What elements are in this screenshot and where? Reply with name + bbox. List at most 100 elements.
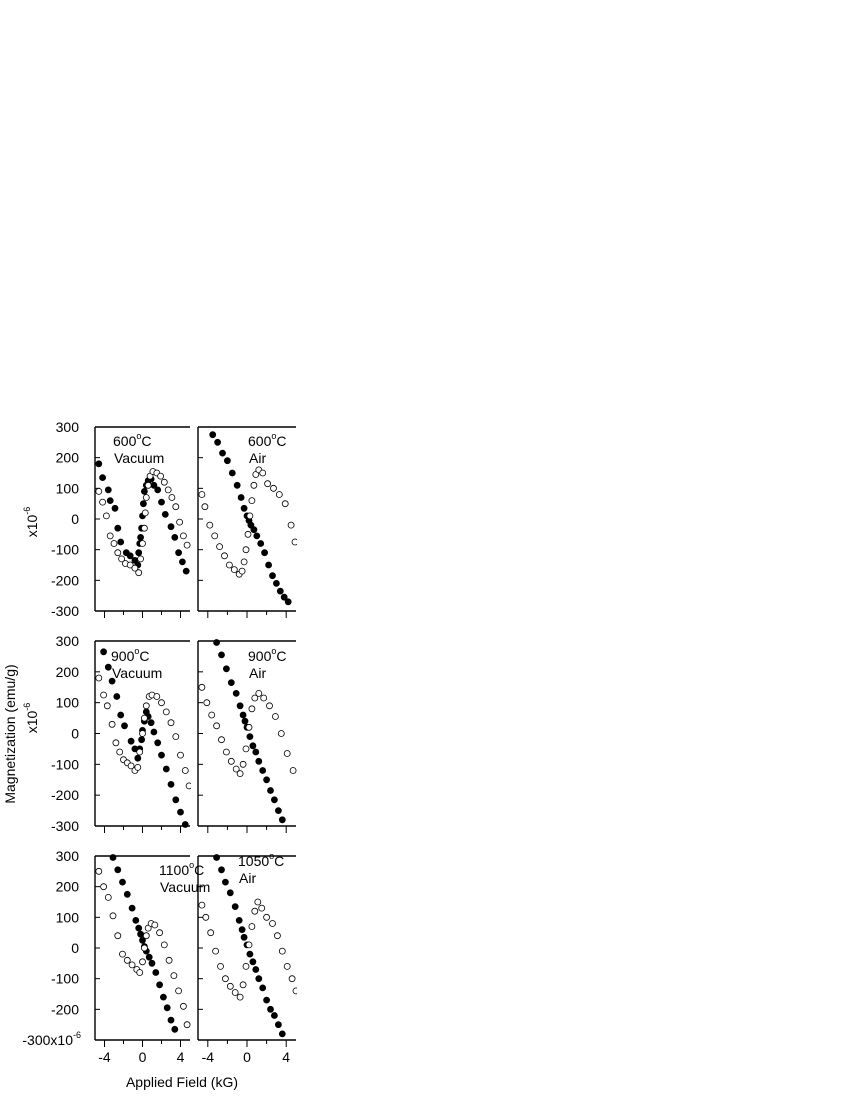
data-points <box>198 431 297 606</box>
panel-atmosphere-label: Air <box>239 870 256 886</box>
filled-point <box>209 431 217 439</box>
y-tick-label: -100 <box>51 971 79 987</box>
filled-point <box>267 1005 274 1013</box>
open-point <box>95 674 103 682</box>
open-point <box>118 555 125 563</box>
filled-point <box>161 511 169 518</box>
y-tick-label: 300 <box>56 633 80 649</box>
open-point <box>109 912 117 920</box>
panel-atmosphere-label: Vacuum <box>114 450 164 466</box>
open-point <box>217 963 224 970</box>
filled-point <box>123 890 131 898</box>
filled-point <box>233 481 241 489</box>
filled-point <box>250 526 258 534</box>
filled-point <box>108 677 116 685</box>
open-point <box>288 975 296 983</box>
filled-point <box>137 534 145 541</box>
x-tick-label: 0 <box>243 1049 251 1065</box>
open-point <box>176 518 184 526</box>
degree-mark: o <box>189 860 194 870</box>
open-point <box>221 552 228 560</box>
filled-point <box>167 781 175 788</box>
open-point <box>203 699 211 707</box>
temperature-unit: C <box>139 648 149 664</box>
open-point <box>106 532 114 540</box>
open-point <box>278 947 286 955</box>
filled-point <box>213 854 221 861</box>
y-tick-label: 100 <box>56 909 80 925</box>
open-point <box>142 932 150 940</box>
open-point <box>245 941 253 949</box>
filled-point <box>119 878 126 886</box>
filled-point <box>111 504 119 512</box>
open-point <box>283 750 291 757</box>
filled-point <box>213 639 221 646</box>
open-point <box>151 921 159 929</box>
open-point <box>238 567 246 575</box>
filled-point <box>113 693 121 700</box>
open-point <box>175 987 183 995</box>
filled-point <box>145 953 153 961</box>
y-tick-label: -300 <box>51 603 79 619</box>
filled-point <box>100 648 107 656</box>
open-point <box>291 538 297 546</box>
y-tick-label: 100 <box>56 695 80 711</box>
filled-point <box>167 523 175 531</box>
filled-point <box>127 737 135 745</box>
open-point <box>131 564 139 572</box>
open-point <box>239 760 247 768</box>
x-tick-label: 4 <box>177 1049 185 1065</box>
filled-point <box>178 558 186 566</box>
filled-point <box>265 561 273 569</box>
open-point <box>227 757 235 765</box>
open-point <box>103 702 111 710</box>
filled-point <box>278 1030 286 1038</box>
open-point <box>281 500 289 508</box>
open-point <box>95 867 103 875</box>
open-point <box>139 540 146 547</box>
open-point <box>140 944 148 952</box>
filled-point <box>99 474 106 482</box>
open-point <box>250 481 258 489</box>
filled-point <box>221 878 229 886</box>
temperature-value: 900 <box>111 648 135 664</box>
filled-point <box>270 1012 278 1019</box>
open-point <box>137 555 145 563</box>
open-point <box>99 498 106 506</box>
filled-point <box>219 449 226 457</box>
panel-temperature-label: 600oC <box>113 431 152 449</box>
y-axis-title: Magnetization (emu/g) <box>2 664 18 803</box>
data-points <box>95 648 191 828</box>
filled-point <box>175 549 183 557</box>
y-tick-label: -300x10-6 <box>22 1030 81 1048</box>
y-tick-label: 200 <box>56 664 80 680</box>
filled-point <box>274 807 282 814</box>
filled-point <box>226 889 234 897</box>
open-point <box>289 767 297 774</box>
open-point <box>167 719 175 727</box>
open-point <box>114 549 122 557</box>
open-point <box>172 733 180 740</box>
filled-point <box>152 969 160 976</box>
degree-mark: o <box>269 851 274 861</box>
open-point <box>221 975 229 983</box>
y-tick-label: -100 <box>51 756 79 772</box>
open-point <box>248 705 256 713</box>
temperature-unit: C <box>276 433 286 449</box>
open-point <box>248 497 256 505</box>
filled-point <box>104 663 112 671</box>
temperature-unit: C <box>276 648 286 664</box>
panel-temperature-label: 900oC <box>248 646 287 664</box>
filled-point <box>284 598 292 606</box>
filled-point <box>235 917 243 924</box>
filled-point <box>148 959 156 967</box>
open-point <box>226 982 234 990</box>
open-point <box>141 509 149 517</box>
filled-point <box>222 665 230 673</box>
filled-point <box>274 1021 282 1029</box>
open-point <box>140 524 148 532</box>
open-point <box>127 762 135 770</box>
data-points <box>95 854 191 1033</box>
open-point <box>123 956 131 964</box>
open-point <box>139 730 146 737</box>
